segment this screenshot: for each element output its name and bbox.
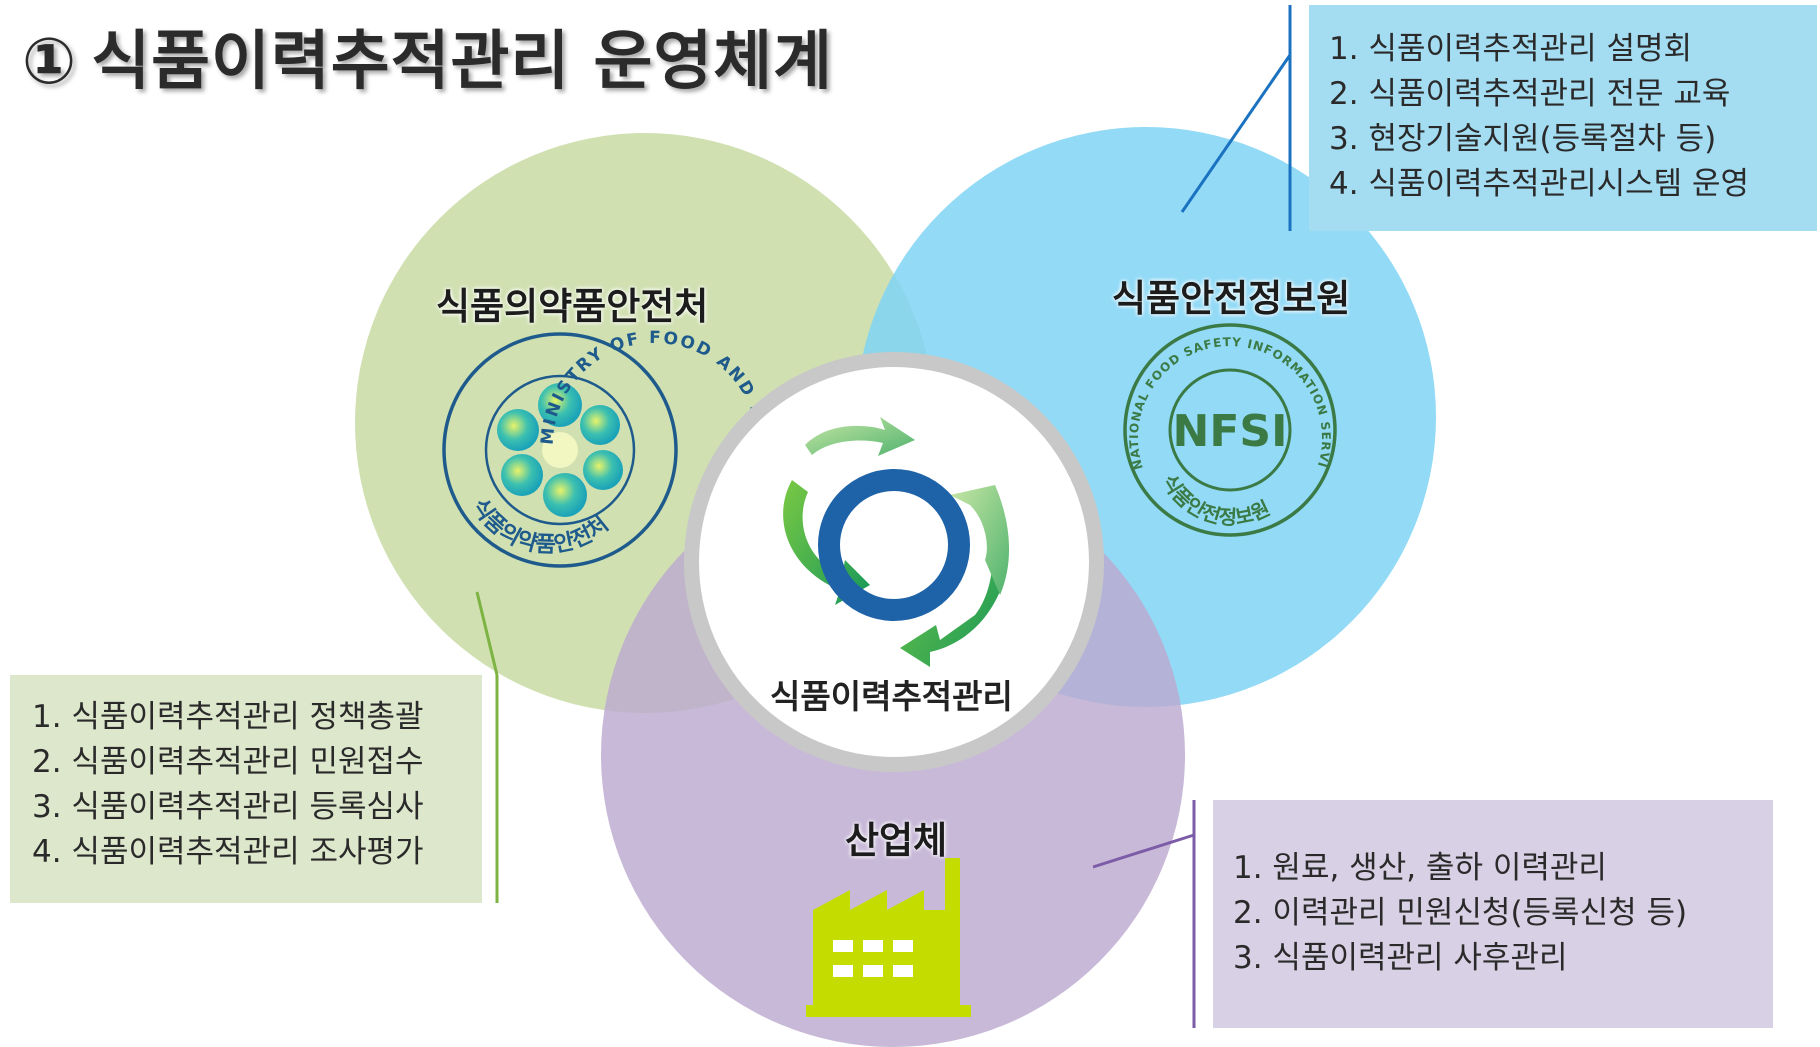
factory-icon (806, 858, 971, 1017)
flower-icon (497, 383, 623, 517)
industry-leader-line (1092, 833, 1195, 869)
center-circle (684, 352, 1104, 772)
mfds-label: 식품의약품안전처 (436, 285, 709, 328)
nfsi-role-item: 4. 식품이력추적관리시스템 운영 (1329, 166, 1750, 202)
mfds-role-item: 3. 식품이력추적관리 등록심사 (32, 789, 424, 825)
industry-role-box: 1. 원료, 생산, 출하 이력관리 2. 이력관리 민원신청(등록신청 등) … (1213, 800, 1773, 1028)
industry-role-item: 2. 이력관리 민원신청(등록신청 등) (1233, 895, 1688, 931)
center-label: 식품이력추적관리 (770, 677, 1013, 716)
nfsi-leader-line (1180, 54, 1292, 213)
nfsi-label: 식품안전정보원 (1112, 277, 1351, 320)
title-text: 식품이력추적관리 운영체계 (91, 25, 834, 99)
nfsi-role-item: 1. 식품이력추적관리 설명회 (1329, 31, 1693, 67)
nfsi-role-item: 2. 식품이력추적관리 전문 교육 (1329, 76, 1731, 112)
industry-role-item: 3. 식품이력관리 사후관리 (1233, 940, 1568, 976)
recycle-arrows-icon (783, 417, 1010, 667)
mfds-role-item: 1. 식품이력추적관리 정책총괄 (32, 699, 424, 735)
nfsi-seal-abbr: NFSI (1173, 406, 1288, 457)
mfds-leader-line (475, 591, 499, 676)
mfds-role-item: 4. 식품이력추적관리 조사평가 (32, 834, 424, 870)
nfsi-role-item: 3. 현장기술지원(등록절차 등) (1329, 121, 1717, 157)
nfsi-role-box: 1. 식품이력추적관리 설명회 2. 식품이력추적관리 전문 교육 3. 현장기… (1309, 5, 1817, 231)
title-number: ① (22, 25, 78, 99)
mfds-role-item: 2. 식품이력추적관리 민원접수 (32, 744, 424, 780)
industry-label: 산업체 (845, 819, 948, 862)
industry-role-item: 1. 원료, 생산, 출하 이력관리 (1233, 850, 1607, 886)
mfds-role-box: 1. 식품이력추적관리 정책총괄 2. 식품이력추적관리 민원접수 3. 식품이… (10, 675, 482, 903)
